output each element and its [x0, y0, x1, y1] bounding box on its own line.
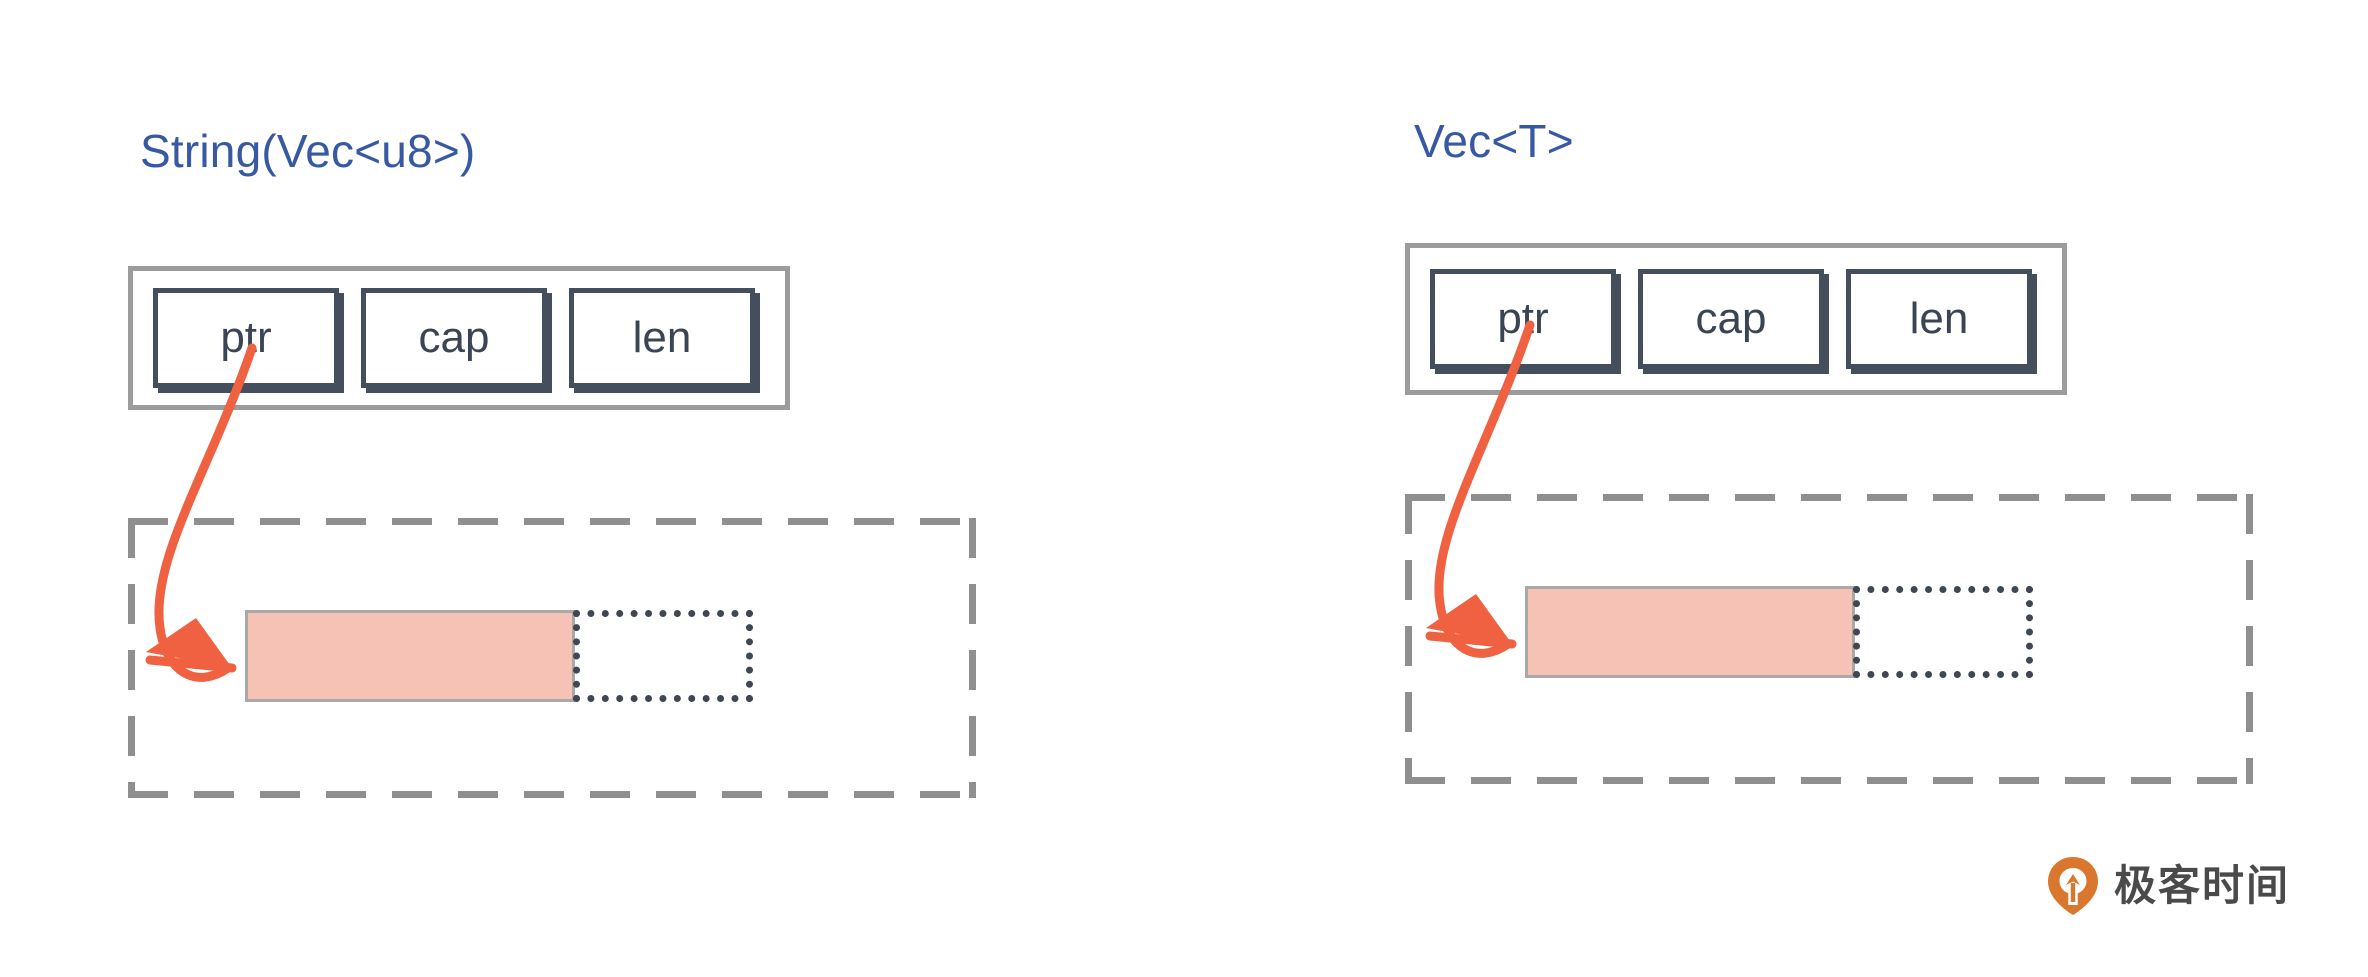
- string-spare-capacity-block: [573, 610, 753, 702]
- vec-spare-capacity-block: [1853, 586, 2033, 678]
- field-len: len: [1846, 269, 2032, 369]
- field-cap: cap: [361, 288, 547, 388]
- vec-struct-box: ptr cap len: [1405, 243, 2067, 395]
- watermark: 极客时间: [2046, 855, 2290, 917]
- geektime-pin-logo-icon: [2048, 857, 2098, 915]
- vec-field-row: ptr cap len: [1410, 248, 2062, 390]
- string-field-row: ptr cap len: [133, 271, 785, 405]
- diagram-title-string: String(Vec<u8>): [140, 125, 476, 177]
- field-len: len: [569, 288, 755, 388]
- string-allocated-used-block: [245, 610, 575, 702]
- watermark-text: 极客时间: [2114, 861, 2291, 910]
- field-cap: cap: [1638, 269, 1824, 369]
- diagram-title-vec: Vec<T>: [1414, 115, 1574, 167]
- vec-allocated-used-block: [1525, 586, 1855, 678]
- string-struct-box: ptr cap len: [128, 266, 790, 410]
- field-ptr: ptr: [1430, 269, 1616, 369]
- field-ptr: ptr: [153, 288, 339, 388]
